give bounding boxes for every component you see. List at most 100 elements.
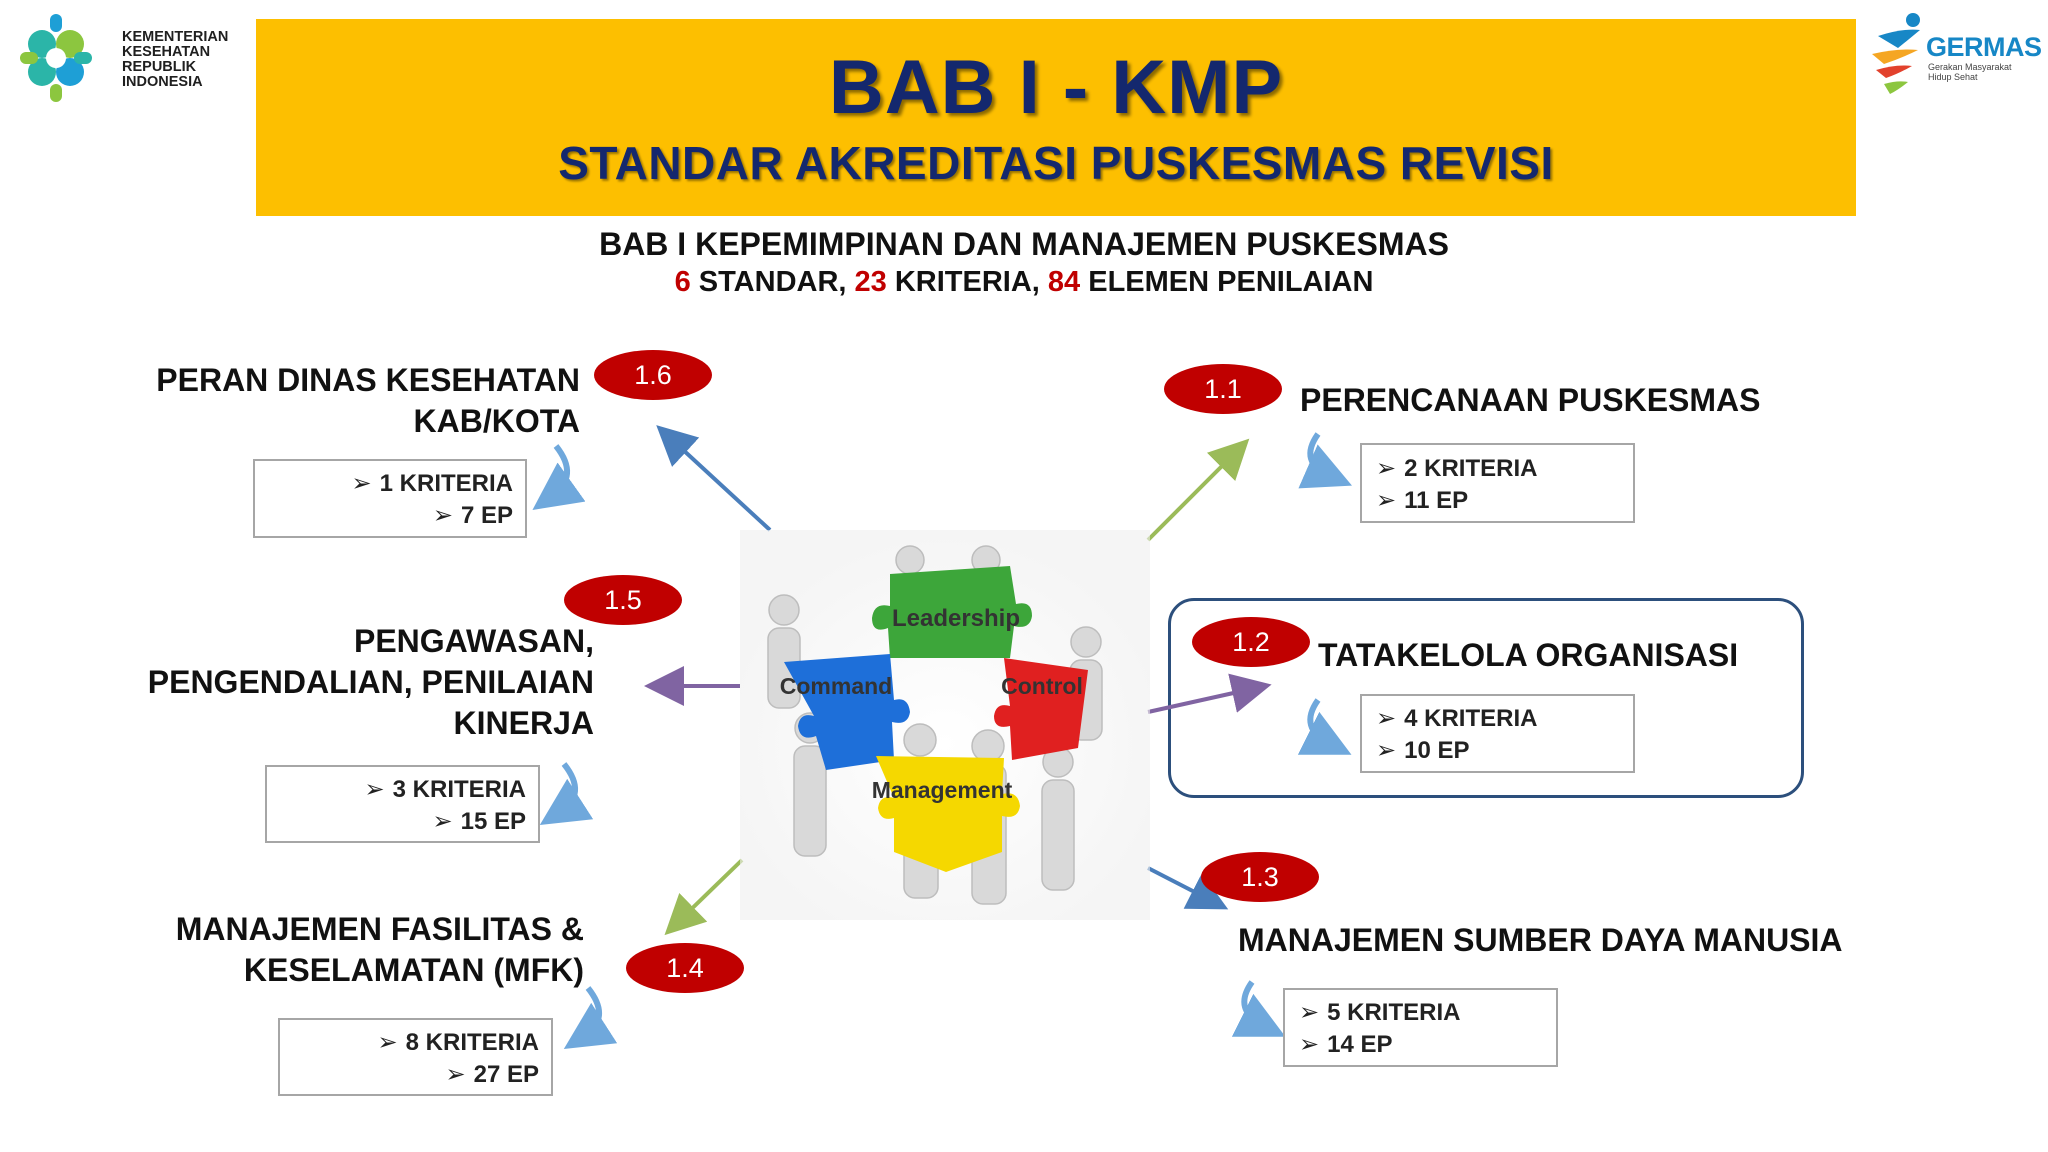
kriteria-line: ➢ 3 KRITERIA <box>365 775 526 804</box>
red-puzzle-piece-icon <box>994 658 1088 760</box>
arrow-to-1-3 <box>1147 866 1229 910</box>
yellow-puzzle-piece-icon <box>876 756 1020 872</box>
ep-line: ➢ 11 EP <box>1376 486 1468 515</box>
bullet-arrow-icon: ➢ <box>1376 737 1397 764</box>
section-title-line: MANAJEMEN FASILITAS & <box>175 911 584 947</box>
ep-line: ➢10 EP <box>1376 736 1470 765</box>
chapter-heading: BAB I KEPEMIMPINAN DAN MANAJEMEN PUSKESM… <box>599 226 1449 262</box>
section-1-4-badge: 1.4 <box>626 943 744 993</box>
ep-line: ➢ 14 EP <box>1299 1030 1393 1059</box>
section-title-line: PERAN DINAS KESEHATAN <box>156 362 580 398</box>
section-1-1-badge: 1.1 <box>1164 364 1282 414</box>
kemenkes-text-line: KESEHATAN <box>122 44 211 60</box>
kriteria-text: 3 KRITERIA <box>392 776 526 803</box>
blue-puzzle-piece-icon <box>784 654 910 770</box>
section-1-3-info-box: ➢ 5 KRITERIA ➢ 14 EP <box>1283 988 1558 1067</box>
green-puzzle-piece-icon <box>872 566 1032 658</box>
bullet-arrow-icon: ➢ <box>377 1029 398 1056</box>
curved-arrow-icon <box>1297 698 1352 755</box>
chapter-counts: 6 STANDAR, 23 KRITERIA, 84 ELEMEN PENILA… <box>0 266 2048 299</box>
bullet-arrow-icon: ➢ <box>1376 705 1397 732</box>
kemenkes-emblem-icon <box>20 14 92 102</box>
ep-line: ➢ 15 EP <box>433 807 527 836</box>
bullet-arrow-icon: ➢ <box>1299 999 1320 1026</box>
section-title-line: TATAKELOLA ORGANISASI <box>1318 637 1739 673</box>
section-title-line: KESELAMATAN (MFK) <box>243 952 584 988</box>
bullet-arrow-icon: ➢ <box>1299 1031 1320 1058</box>
kriteria-line: ➢ 8 KRITERIA <box>378 1028 539 1057</box>
kriteria-text: 1 KRITERIA <box>379 470 513 497</box>
germas-tagline: Gerakan Masyarakat Hidup Sehat <box>1928 62 2012 82</box>
standar-count: 6 <box>674 266 691 298</box>
ep-text: 11 EP <box>1404 487 1469 514</box>
ep-text: 15 EP <box>460 808 526 835</box>
ep-text: 7 EP <box>460 502 513 529</box>
elemen-count: 84 <box>1047 266 1081 298</box>
bullet-arrow-icon: ➢ <box>445 1061 466 1088</box>
bullet-arrow-icon: ➢ <box>364 776 385 803</box>
section-title-line: KINERJA <box>453 705 594 741</box>
kriteria-line: ➢ 1 KRITERIA <box>352 469 513 498</box>
germas-wordmark: GERMAS <box>1926 32 2042 62</box>
bullet-arrow-icon: ➢ <box>1376 455 1397 482</box>
page-title: BAB I - KMP <box>828 45 1284 130</box>
puzzle-label-control: Control <box>1001 673 1083 699</box>
curved-arrow-icon <box>563 986 618 1049</box>
germas-tagline-line: Hidup Sehat <box>1928 72 1978 82</box>
puzzle-label-leadership: Leadership <box>892 605 1020 632</box>
curved-arrow-icon <box>539 762 594 825</box>
kriteria-text: 5 KRITERIA <box>1327 999 1461 1026</box>
kriteria-text: 2 KRITERIA <box>1404 455 1538 482</box>
germas-logo <box>1872 13 1920 94</box>
arrow-to-1-6 <box>656 425 772 532</box>
section-1-4-title: MANAJEMEN FASILITAS & KESELAMATAN (MFK) <box>60 909 584 991</box>
curved-arrow-icon <box>1298 432 1352 489</box>
section-1-6-info-box: ➢ 1 KRITERIA ➢ 7 EP <box>253 459 527 538</box>
kriteria-line: ➢ 4 KRITERIA <box>1376 704 1537 733</box>
kriteria-label: KRITERIA, <box>886 266 1048 298</box>
ep-text: 27 EP <box>473 1061 539 1088</box>
puzzle-label-command: Command <box>780 673 892 699</box>
ep-text: 14 EP <box>1327 1031 1393 1058</box>
section-title-line: KAB/KOTA <box>413 403 581 439</box>
ep-line: ➢ 27 EP <box>446 1060 540 1089</box>
section-title-line: PENGAWASAN, <box>353 623 594 659</box>
germas-tagline-line: Gerakan Masyarakat <box>1928 62 2012 72</box>
kemenkes-logo-text: KEMENTERIAN KESEHATAN REPUBLIK INDONESIA <box>122 30 228 90</box>
header-banner <box>256 19 1856 216</box>
bullet-arrow-icon: ➢ <box>1376 487 1397 514</box>
kemenkes-text-line: INDONESIA <box>122 74 203 90</box>
kemenkes-text-line: REPUBLIK <box>122 59 197 75</box>
kriteria-text: 4 KRITERIA <box>1404 705 1538 732</box>
section-1-4-info-box: ➢ 8 KRITERIA ➢ 27 EP <box>278 1018 553 1096</box>
section-1-5-title: PENGAWASAN, PENGENDALIAN, PENILAIAN KINE… <box>60 621 594 744</box>
section-1-3-badge: 1.3 <box>1201 852 1319 902</box>
section-1-5-info-box: ➢ 3 KRITERIA ➢ 15 EP <box>265 765 540 843</box>
bullet-arrow-icon: ➢ <box>432 502 453 529</box>
bullet-arrow-icon: ➢ <box>351 470 372 497</box>
section-title-line: MANAJEMEN SUMBER DAYA MANUSIA <box>1238 922 1843 958</box>
section-1-1-title: PERENCANAAN PUSKESMAS <box>1300 380 1761 421</box>
kriteria-text: 8 KRITERIA <box>405 1029 539 1056</box>
ep-line: ➢ 7 EP <box>433 501 513 530</box>
page-subtitle: STANDAR AKREDITASI PUSKESMAS REVISI <box>558 137 1554 189</box>
highlight-frame <box>1168 598 1804 798</box>
kriteria-count: 23 <box>854 266 887 298</box>
standar-label: STANDAR, <box>690 266 855 298</box>
bullet-arrow-icon: ➢ <box>432 808 453 835</box>
section-1-2-badge: 1.2 <box>1192 617 1310 667</box>
germas-figure-icon <box>1872 13 1920 94</box>
section-1-1-info-box: ➢ 2 KRITERIA ➢ 11 EP <box>1360 443 1635 523</box>
arrow-to-1-1 <box>1146 438 1250 542</box>
section-1-5-badge: 1.5 <box>564 575 682 625</box>
kemenkes-logo <box>20 14 92 102</box>
curved-arrow-icon <box>1231 980 1286 1037</box>
puzzle-team-illustration: Leadership Command Control Management <box>740 530 1150 920</box>
kemenkes-text-line: KEMENTERIAN <box>122 29 229 45</box>
section-1-2-info-box: ➢ 4 KRITERIA ➢10 EP <box>1360 694 1635 773</box>
section-1-2-title: TATAKELOLA ORGANISASI <box>1318 635 1738 676</box>
kriteria-line: ➢ 5 KRITERIA <box>1299 998 1460 1027</box>
section-title-line: PERENCANAAN PUSKESMAS <box>1300 382 1761 418</box>
arrow-to-1-4 <box>664 858 744 936</box>
